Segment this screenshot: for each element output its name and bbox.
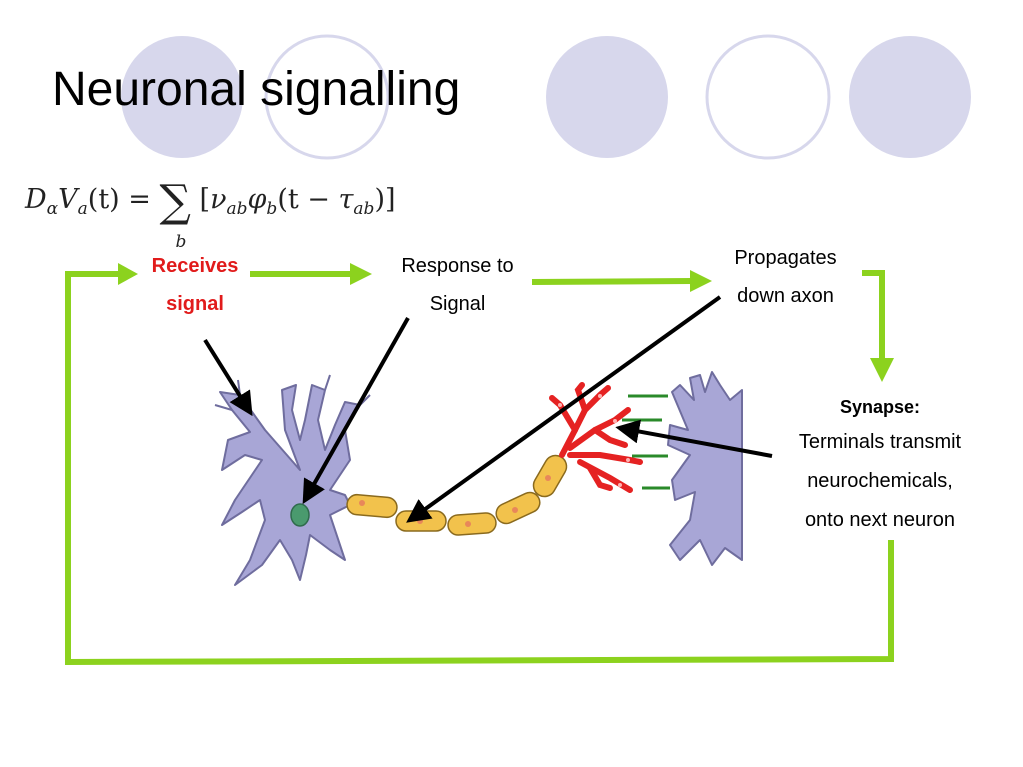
neuron-nucleus xyxy=(290,503,310,527)
flow-left-edge xyxy=(65,271,894,666)
axon-terminals xyxy=(549,382,643,493)
synapse-line1: Terminals transmit xyxy=(798,431,962,453)
flow-loop xyxy=(65,270,894,666)
myelin-4 xyxy=(495,491,541,525)
myelin-3 xyxy=(447,512,497,536)
label-receives-line1: Receives xyxy=(151,255,239,277)
formula: DαVa(t) = ∑b [νabφb(t − τab)] xyxy=(25,176,396,252)
arrowhead-into-synapse xyxy=(870,358,894,382)
circle-2 xyxy=(264,34,390,160)
label-response-to-signal: Response to Signal xyxy=(375,247,540,323)
synapse-title: Synapse: xyxy=(839,397,921,417)
arrow-receives-to-dendrite xyxy=(203,338,253,417)
arrowhead-into-response xyxy=(350,263,372,285)
circle-5 xyxy=(849,36,971,158)
synapse-line3: onto next neuron xyxy=(804,509,956,531)
synapse-signals xyxy=(622,394,670,490)
label-receives-signal: Receives signal xyxy=(130,247,260,323)
axon xyxy=(346,454,568,536)
myelin-1 xyxy=(346,493,398,519)
pointer-arrows xyxy=(203,295,773,523)
circle-1 xyxy=(121,36,243,158)
arrow-synapse-to-terminal xyxy=(615,419,773,458)
flow-top-right xyxy=(862,270,885,362)
decorative-circles xyxy=(121,34,971,160)
label-propagates-line1: Propagates xyxy=(734,247,837,269)
arrowhead-into-propagates xyxy=(690,270,712,292)
flow-arrowheads xyxy=(118,263,894,382)
neuron-left xyxy=(214,374,371,586)
neuron-right-dendrites xyxy=(667,371,743,566)
arrowhead-into-receives xyxy=(118,263,138,285)
synapse-description: Terminals transmit neurochemicals, onto … xyxy=(765,423,995,540)
neuron-right xyxy=(667,371,743,566)
neuron-left-dendrites xyxy=(219,384,361,586)
label-response-line1: Response to xyxy=(401,255,514,277)
arrow-propagates-to-axon xyxy=(406,295,722,523)
circle-4 xyxy=(705,34,831,160)
label-propagates-down-axon: Propagates down axon xyxy=(708,239,863,315)
label-propagates-line2: down axon xyxy=(737,285,834,307)
arrow-response-to-soma xyxy=(302,317,410,505)
label-response-line2: Signal xyxy=(429,293,486,315)
label-receives-line2: signal xyxy=(166,293,224,315)
circle-3 xyxy=(546,36,668,158)
neuron-left-branch-1 xyxy=(214,374,371,411)
page-title: Neuronal signalling xyxy=(52,63,461,116)
synapse-line2: neurochemicals, xyxy=(807,470,953,492)
